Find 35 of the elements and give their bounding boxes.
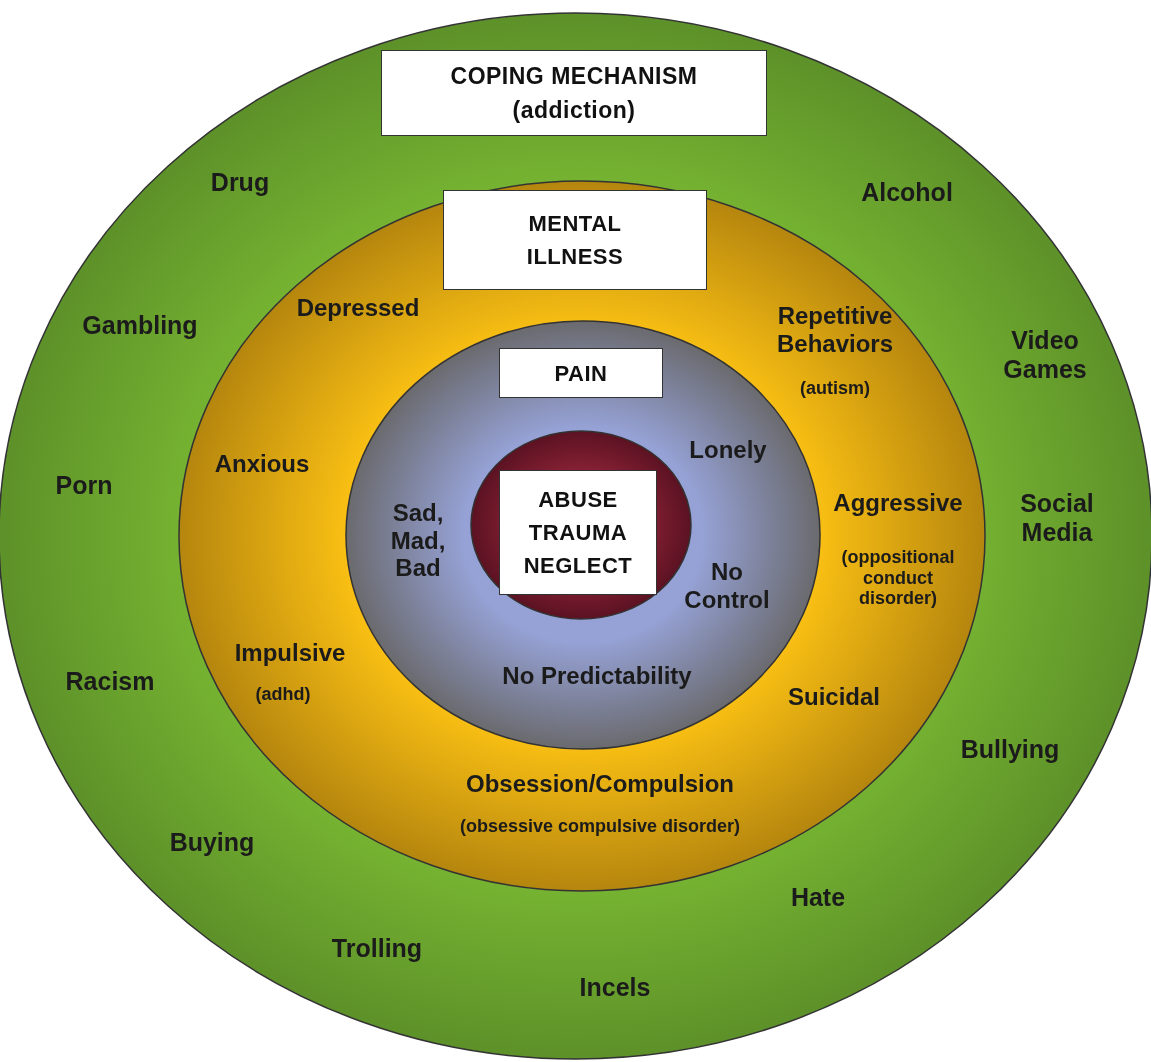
ring-label: Gambling <box>82 310 198 340</box>
ring-label: Depressed <box>296 294 420 322</box>
ring-label: Suicidal <box>788 683 880 711</box>
ring-label: Aggressive <box>833 489 963 517</box>
ring-label: No Control <box>683 558 771 614</box>
ring-label: (oppositional conduct disorder) <box>840 546 956 610</box>
ring-label: Trolling <box>331 933 423 963</box>
heading-box <box>499 470 657 595</box>
ring-label: No Predictability <box>502 662 692 690</box>
ring-label: (obsessive compulsive disorder) <box>459 815 741 837</box>
ring-label: Anxious <box>214 450 310 478</box>
ring-label: Repetitive Behaviors <box>775 302 895 358</box>
ring-label: Incels <box>579 972 651 1002</box>
heading-box <box>499 348 663 398</box>
ring-label: Drug <box>210 167 270 197</box>
heading-box <box>381 50 767 136</box>
ring-label: Social Media <box>1019 489 1095 547</box>
ring-label: Hate <box>790 882 846 912</box>
heading-box <box>443 190 707 290</box>
ring-label: Porn <box>55 470 113 500</box>
ring-label: (autism) <box>800 377 870 399</box>
ring-label: Obsession/Compulsion <box>466 770 734 798</box>
ring-label: Alcohol <box>861 177 953 207</box>
ring-label: Lonely <box>689 436 767 464</box>
heading-text: ABUSE TRAUMA NEGLECT <box>522 486 634 580</box>
ring-label: (adhd) <box>255 683 311 705</box>
ring-label: Impulsive <box>234 639 346 667</box>
heading-text: MENTAL ILLNESS <box>525 210 625 271</box>
ring-label: Racism <box>65 666 155 696</box>
ring-label: Video Games <box>1002 326 1088 384</box>
ring-label: Buying <box>169 827 255 857</box>
heading-text: PAIN <box>553 359 609 388</box>
heading-text: COPING MECHANISM (addiction) <box>449 61 699 125</box>
ring-label: Sad, Mad, Bad <box>389 498 447 582</box>
ring-label: Bullying <box>960 734 1060 764</box>
